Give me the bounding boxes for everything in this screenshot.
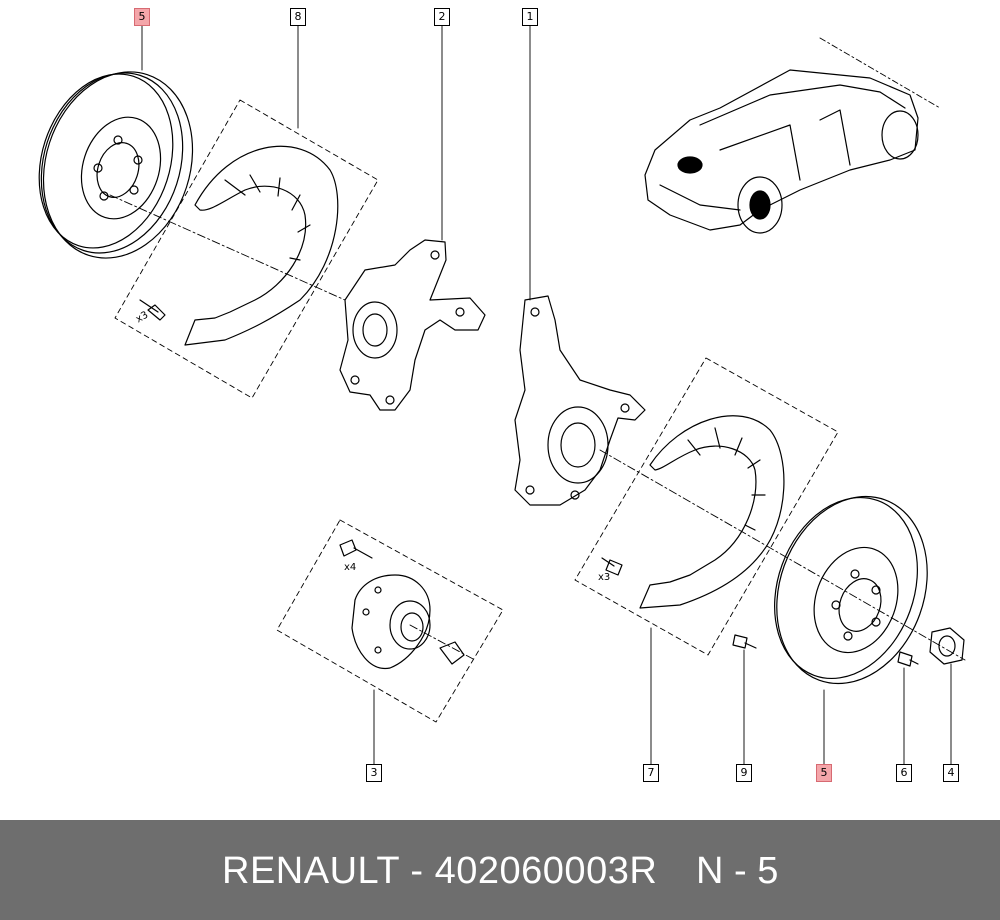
assembly-axis-lines: [109, 194, 966, 661]
bolt-9: [732, 634, 757, 649]
footer-bar: RENAULT - 402060003R N - 5: [0, 820, 1000, 920]
dust-shield-left: [114, 99, 379, 399]
callout-5-right: 5: [816, 764, 832, 782]
callout-7: 7: [643, 764, 659, 782]
callout-4: 4: [943, 764, 959, 782]
part-reference: RENAULT - 402060003R: [222, 850, 658, 892]
vehicle-illustration: [644, 37, 941, 234]
brake-disc-left: [38, 71, 194, 259]
bolt-6: [897, 651, 919, 667]
page-label: N - 5: [696, 850, 779, 892]
steering-knuckle-right: [514, 295, 646, 506]
callout-2: 2: [434, 8, 450, 26]
callout-6: 6: [896, 764, 912, 782]
callout-1: 1: [522, 8, 538, 26]
callout-9: 9: [736, 764, 752, 782]
qty-label-hub-bolts: x4: [344, 562, 357, 573]
wheel-hub-assembly: [276, 519, 504, 723]
exploded-parts-diagram: 5 8 2 1 3 7 9 5 6 4 x3 x4 x3: [38, 8, 966, 782]
hub-nut-4: [929, 627, 965, 665]
leader-lines: [141, 25, 952, 765]
qty-label-shield-right: x3: [598, 572, 611, 583]
callout-8: 8: [290, 8, 306, 26]
dust-shield-right: [574, 357, 839, 656]
brake-disc-right: [774, 495, 928, 685]
steering-knuckle-left: [339, 239, 486, 411]
callout-3: 3: [366, 764, 382, 782]
callout-5-left: 5: [134, 8, 150, 26]
